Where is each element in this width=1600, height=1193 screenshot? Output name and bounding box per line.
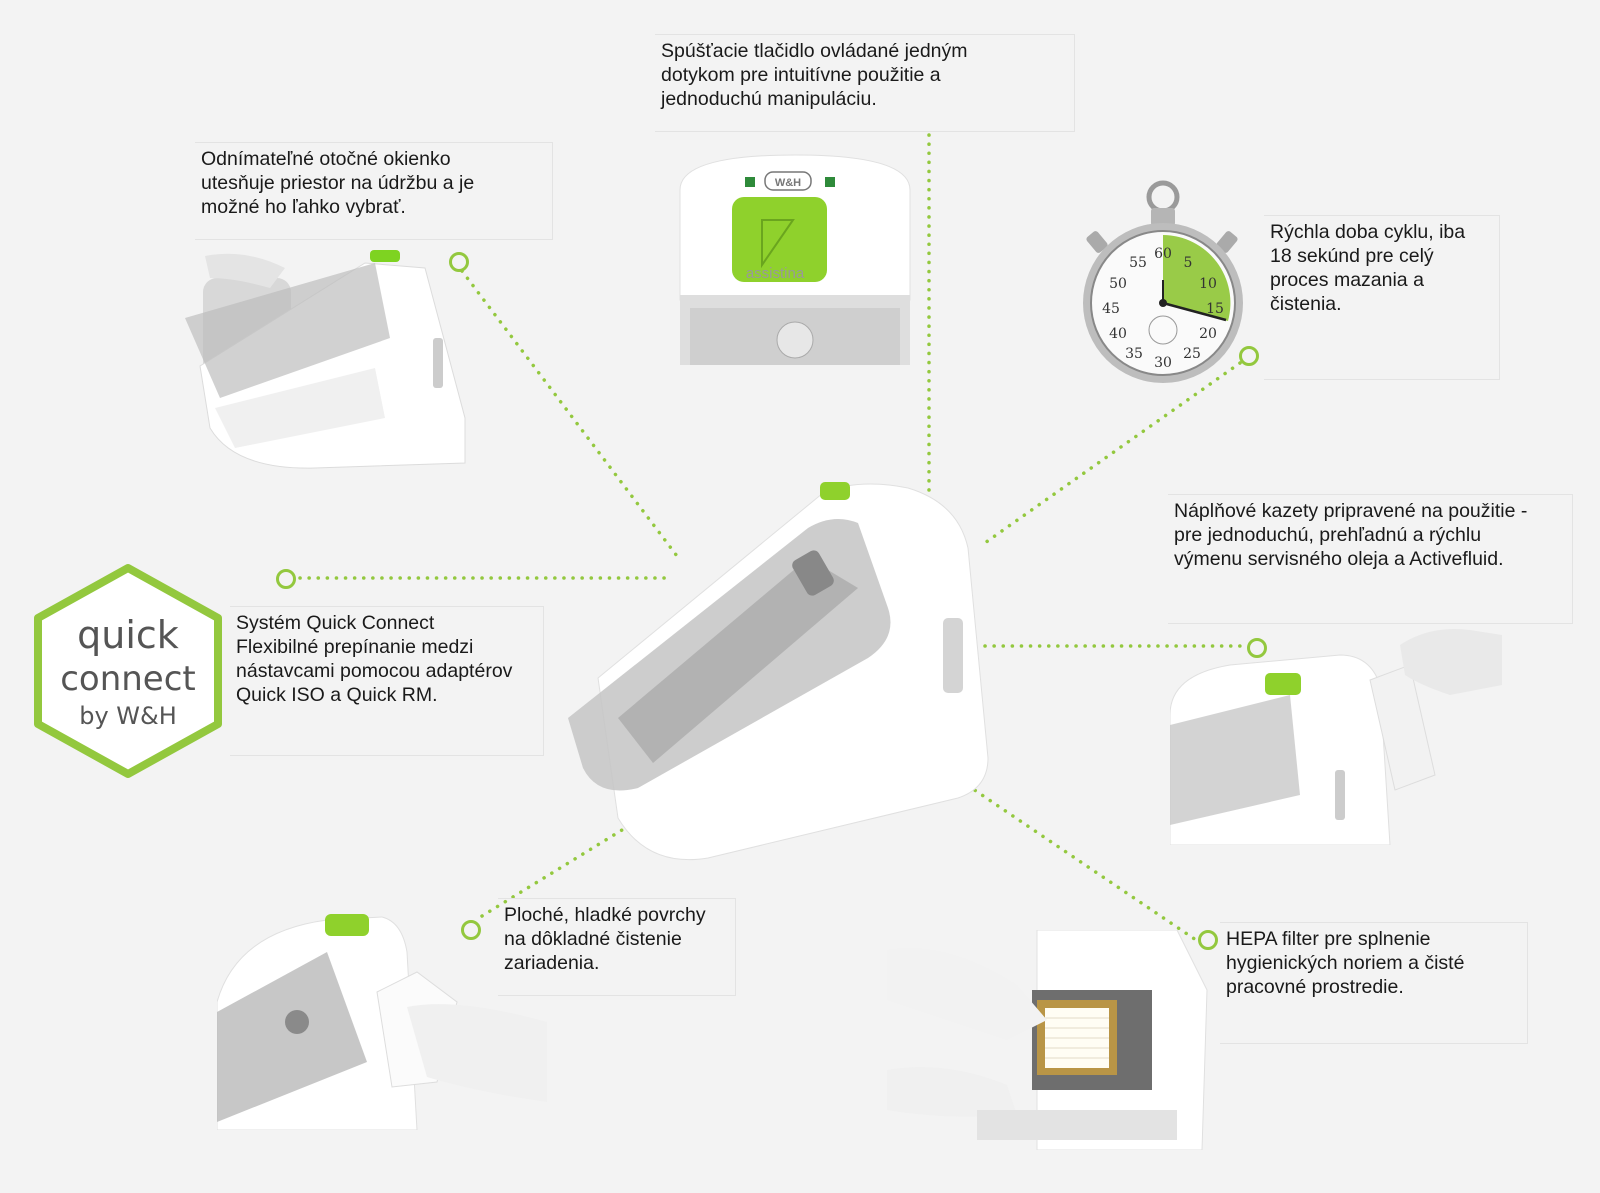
logo-line3: by W&H [79,702,177,730]
cartridges-photo [1170,629,1502,845]
logo-line1: quick [77,613,179,657]
caption-hepa: HEPA filter pre splnenie hygienických no… [1220,922,1528,1044]
dial-number: 40 [1109,326,1127,342]
device-brand-label: W&H [775,177,801,189]
hepa-filter-photo [887,930,1208,1150]
caption-cycle-time: Rýchla doba cyklu, iba 18 sekúnd pre cel… [1264,215,1500,380]
quick-connect-logo: quick connect by W&H [34,564,222,778]
marker-removable-window[interactable] [449,252,469,272]
marker-hepa[interactable] [1198,930,1218,950]
device-name-label: assistina [746,265,805,282]
dial-number: 60 [1154,246,1172,262]
caption-cartridges: Náplňové kazety pripravené na použitie -… [1168,494,1573,624]
dial-number: 45 [1102,301,1120,317]
logo-line2: connect [60,659,196,699]
start-button-photo: W&H assistina [679,154,911,365]
dial-number: 5 [1184,255,1193,271]
surfaces-photo [217,914,547,1130]
caption-quick-connect: Systém Quick Connect Flexibilné prepínan… [230,606,544,756]
marker-quick-connect[interactable] [276,569,296,589]
caption-surfaces: Ploché, hladké povrchy na dôkladné čiste… [498,898,736,996]
caption-start-button: Spúšťacie tlačidlo ovládané jedným dotyk… [655,34,1075,132]
dial-number: 10 [1199,276,1217,292]
dial-number: 25 [1183,346,1201,362]
marker-cycle-time[interactable] [1239,346,1259,366]
dial-number: 30 [1154,355,1172,371]
dial-number: 15 [1206,301,1224,317]
stopwatch-icon: 5 10 15 20 25 30 35 40 45 50 55 60 [1083,180,1243,383]
center-device-photo [568,482,989,861]
marker-surfaces[interactable] [461,920,481,940]
dial-number: 35 [1125,346,1143,362]
caption-removable-window: Odnímateľné otočné okienko utesňuje prie… [195,142,553,240]
dial-number: 50 [1109,276,1127,292]
dial-number: 20 [1199,326,1217,342]
marker-cartridges[interactable] [1247,638,1267,658]
dial-number: 55 [1129,255,1147,271]
removable-window-photo [185,250,466,469]
